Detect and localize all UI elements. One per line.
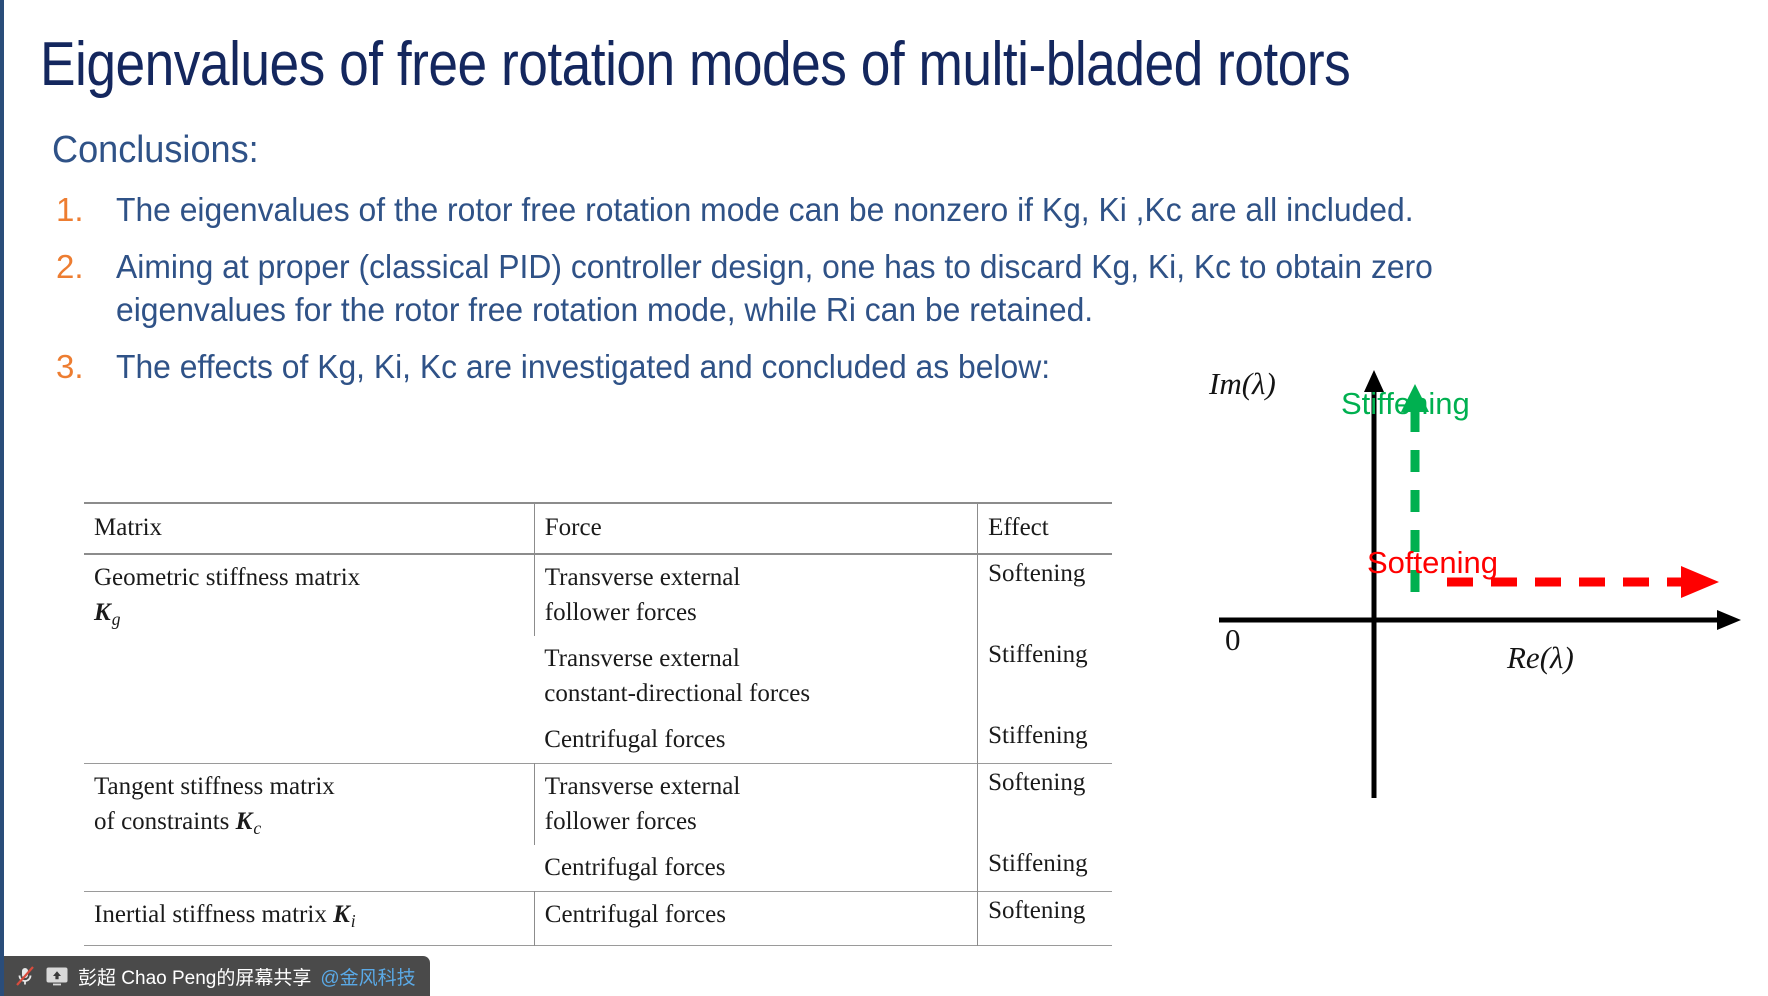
list-item-number: 1. <box>56 191 84 228</box>
cell-effect: Softening <box>977 763 1112 845</box>
force-line: Transverse external <box>544 564 741 591</box>
force-line: Transverse external <box>544 645 740 672</box>
effects-table: Matrix Force Effect Geometric stiffness … <box>84 502 1112 946</box>
share-user-text: 彭超 Chao Peng的屏幕共享 <box>78 967 312 989</box>
list-item-number: 3. <box>56 348 84 385</box>
cell-effect: Softening <box>977 554 1112 636</box>
imaginary-axis-label: Im(λ) <box>1209 366 1276 401</box>
cell-force: Transverse external follower forces <box>533 763 978 845</box>
stiffening-arrowhead <box>1401 384 1429 412</box>
list-item-text: Aiming at proper (classical PID) control… <box>116 245 1531 331</box>
matrix-symbol: Kg <box>94 599 121 629</box>
cell-force: Centrifugal forces <box>533 891 978 946</box>
force-line: follower forces <box>544 599 697 626</box>
list-item: 3. The effects of Kg, Ki, Kc are investi… <box>52 345 1582 388</box>
force-line: Centrifugal forces <box>544 901 726 928</box>
list-item-line: eigenvalues for the rotor free rotation … <box>116 291 1094 328</box>
list-item: 2. Aiming at proper (classical PID) cont… <box>52 245 1582 331</box>
table-header-row: Matrix Force Effect <box>84 503 1112 554</box>
force-line: follower forces <box>544 808 697 835</box>
origin-label: 0 <box>1225 622 1241 657</box>
screen-share-icon[interactable] <box>45 965 69 987</box>
cell-force: Transverse external constant-directional… <box>534 636 977 717</box>
table-header: Matrix Force Effect <box>84 503 1112 554</box>
matrix-name: Tangent stiffness matrix <box>94 773 335 800</box>
list-item-text: The eigenvalues of the rotor free rotati… <box>116 188 1531 231</box>
real-axis-arrowhead <box>1717 610 1741 630</box>
column-header-effect: Effect <box>977 503 1112 554</box>
cell-force: Centrifugal forces <box>534 717 977 764</box>
force-line: Transverse external <box>544 773 741 800</box>
mute-microphone-icon[interactable] <box>14 965 36 987</box>
column-header-force: Force <box>533 503 978 554</box>
table-row: Centrifugal forces Stiffening <box>84 717 1112 764</box>
cell-effect: Stiffening <box>977 717 1112 764</box>
imaginary-axis-arrowhead <box>1364 370 1384 392</box>
cell-effect: Softening <box>977 891 1112 946</box>
stiffening-label: Stiffening <box>1341 386 1470 421</box>
matrix-name: of constraints Kc <box>94 808 262 838</box>
screen-share-bar[interactable]: 彭超 Chao Peng的屏幕共享 @金风科技 <box>4 956 430 996</box>
softening-arrowhead <box>1681 566 1719 598</box>
cell-effect: Stiffening <box>977 636 1112 717</box>
complex-plane-svg <box>1219 370 1741 798</box>
list-item-line: The effects of Kg, Ki, Kc are investigat… <box>116 348 1051 385</box>
table-row: Centrifugal forces Stiffening <box>84 845 1112 892</box>
matrix-name: Geometric stiffness matrix <box>94 564 361 591</box>
list-item-text: The effects of Kg, Ki, Kc are investigat… <box>116 345 1531 388</box>
cell-matrix: Tangent stiffness matrix of constraints … <box>84 764 534 892</box>
table-body: Geometric stiffness matrix Kg Transverse… <box>84 554 1112 946</box>
force-line: constant-directional forces <box>544 680 811 707</box>
list-item-number: 2. <box>56 248 84 285</box>
page-title: Eigenvalues of free rotation modes of mu… <box>40 30 1351 99</box>
softening-label: Softening <box>1367 545 1498 580</box>
cell-effect: Stiffening <box>977 845 1112 892</box>
cell-matrix: Inertial stiffness matrix Ki <box>84 892 534 946</box>
real-axis-label: Re(λ) <box>1507 640 1574 675</box>
table-row: Transverse external constant-directional… <box>84 636 1112 717</box>
list-item: 1. The eigenvalues of the rotor free rot… <box>52 188 1582 231</box>
share-company-text: @金风科技 <box>320 967 416 989</box>
cell-force: Centrifugal forces <box>534 845 977 892</box>
table-row: Inertial stiffness matrix Ki Centrifugal… <box>84 891 1112 946</box>
cell-force: Transverse external follower forces <box>533 554 978 636</box>
table-row: Geometric stiffness matrix Kg Transverse… <box>84 554 1112 636</box>
conclusions-heading: Conclusions: <box>52 129 259 171</box>
cell-matrix: Geometric stiffness matrix Kg <box>84 554 534 764</box>
column-header-matrix: Matrix <box>94 514 163 541</box>
mute-microphone-glyph <box>16 966 34 986</box>
matrix-name: Inertial stiffness matrix Ki <box>94 901 356 931</box>
table-row: Tangent stiffness matrix of constraints … <box>84 763 1112 845</box>
list-item-line: The eigenvalues of the rotor free rotati… <box>116 191 1414 228</box>
force-line: Centrifugal forces <box>544 854 726 881</box>
force-line: Centrifugal forces <box>544 726 726 753</box>
complex-plane-diagram: Im(λ) Re(λ) 0 Stiffening Softening <box>1209 366 1749 830</box>
list-item-line: Aiming at proper (classical PID) control… <box>116 248 1433 285</box>
screen-share-glyph <box>46 967 68 986</box>
conclusions-section: Conclusions: 1. The eigenvalues of the r… <box>52 126 1582 402</box>
